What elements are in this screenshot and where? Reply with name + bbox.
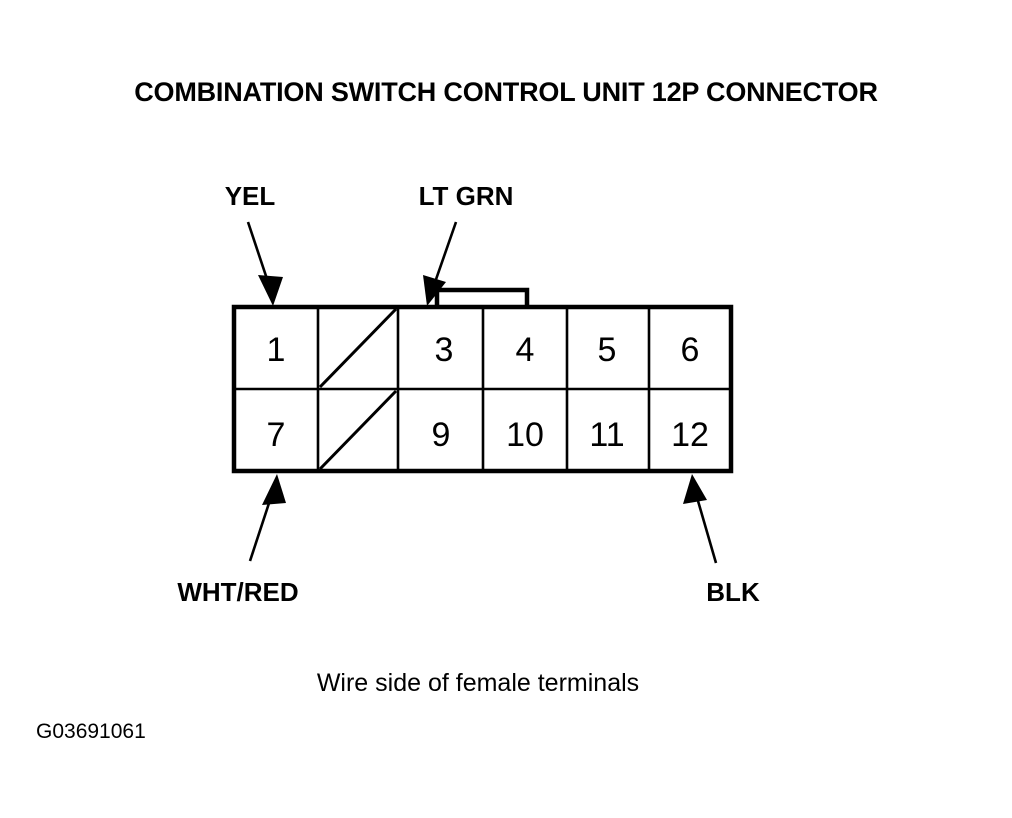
pin-number-1: 1	[267, 331, 286, 369]
blank-cavity-slash-bottom	[318, 389, 398, 471]
pin-number-3: 3	[435, 331, 454, 369]
leader-lt-grn	[423, 221, 458, 306]
leader-wht-red	[248, 474, 286, 562]
pin-number-7: 7	[267, 416, 286, 454]
pin-number-4: 4	[516, 331, 535, 369]
pin-number-10: 10	[506, 416, 544, 454]
leader-blk	[683, 474, 718, 564]
wire-label-yel: YEL	[225, 181, 276, 211]
caption: Wire side of female terminals	[317, 669, 639, 697]
pin-number-5: 5	[598, 331, 617, 369]
pin-number-11: 11	[589, 416, 624, 454]
pin-number-9: 9	[432, 416, 451, 454]
wire-label-wht-red: WHT/RED	[177, 577, 298, 607]
pin-number-6: 6	[681, 331, 700, 369]
blank-cavity-slash-top	[318, 307, 398, 389]
page-title: COMBINATION SWITCH CONTROL UNIT 12P CONN…	[134, 77, 878, 107]
leader-yel	[246, 221, 283, 306]
figure-id: G03691061	[36, 720, 146, 743]
wire-label-lt-grn: LT GRN	[419, 181, 514, 211]
locking-tab	[434, 287, 530, 307]
wire-label-blk: BLK	[706, 577, 760, 607]
pin-number-12: 12	[671, 416, 709, 454]
